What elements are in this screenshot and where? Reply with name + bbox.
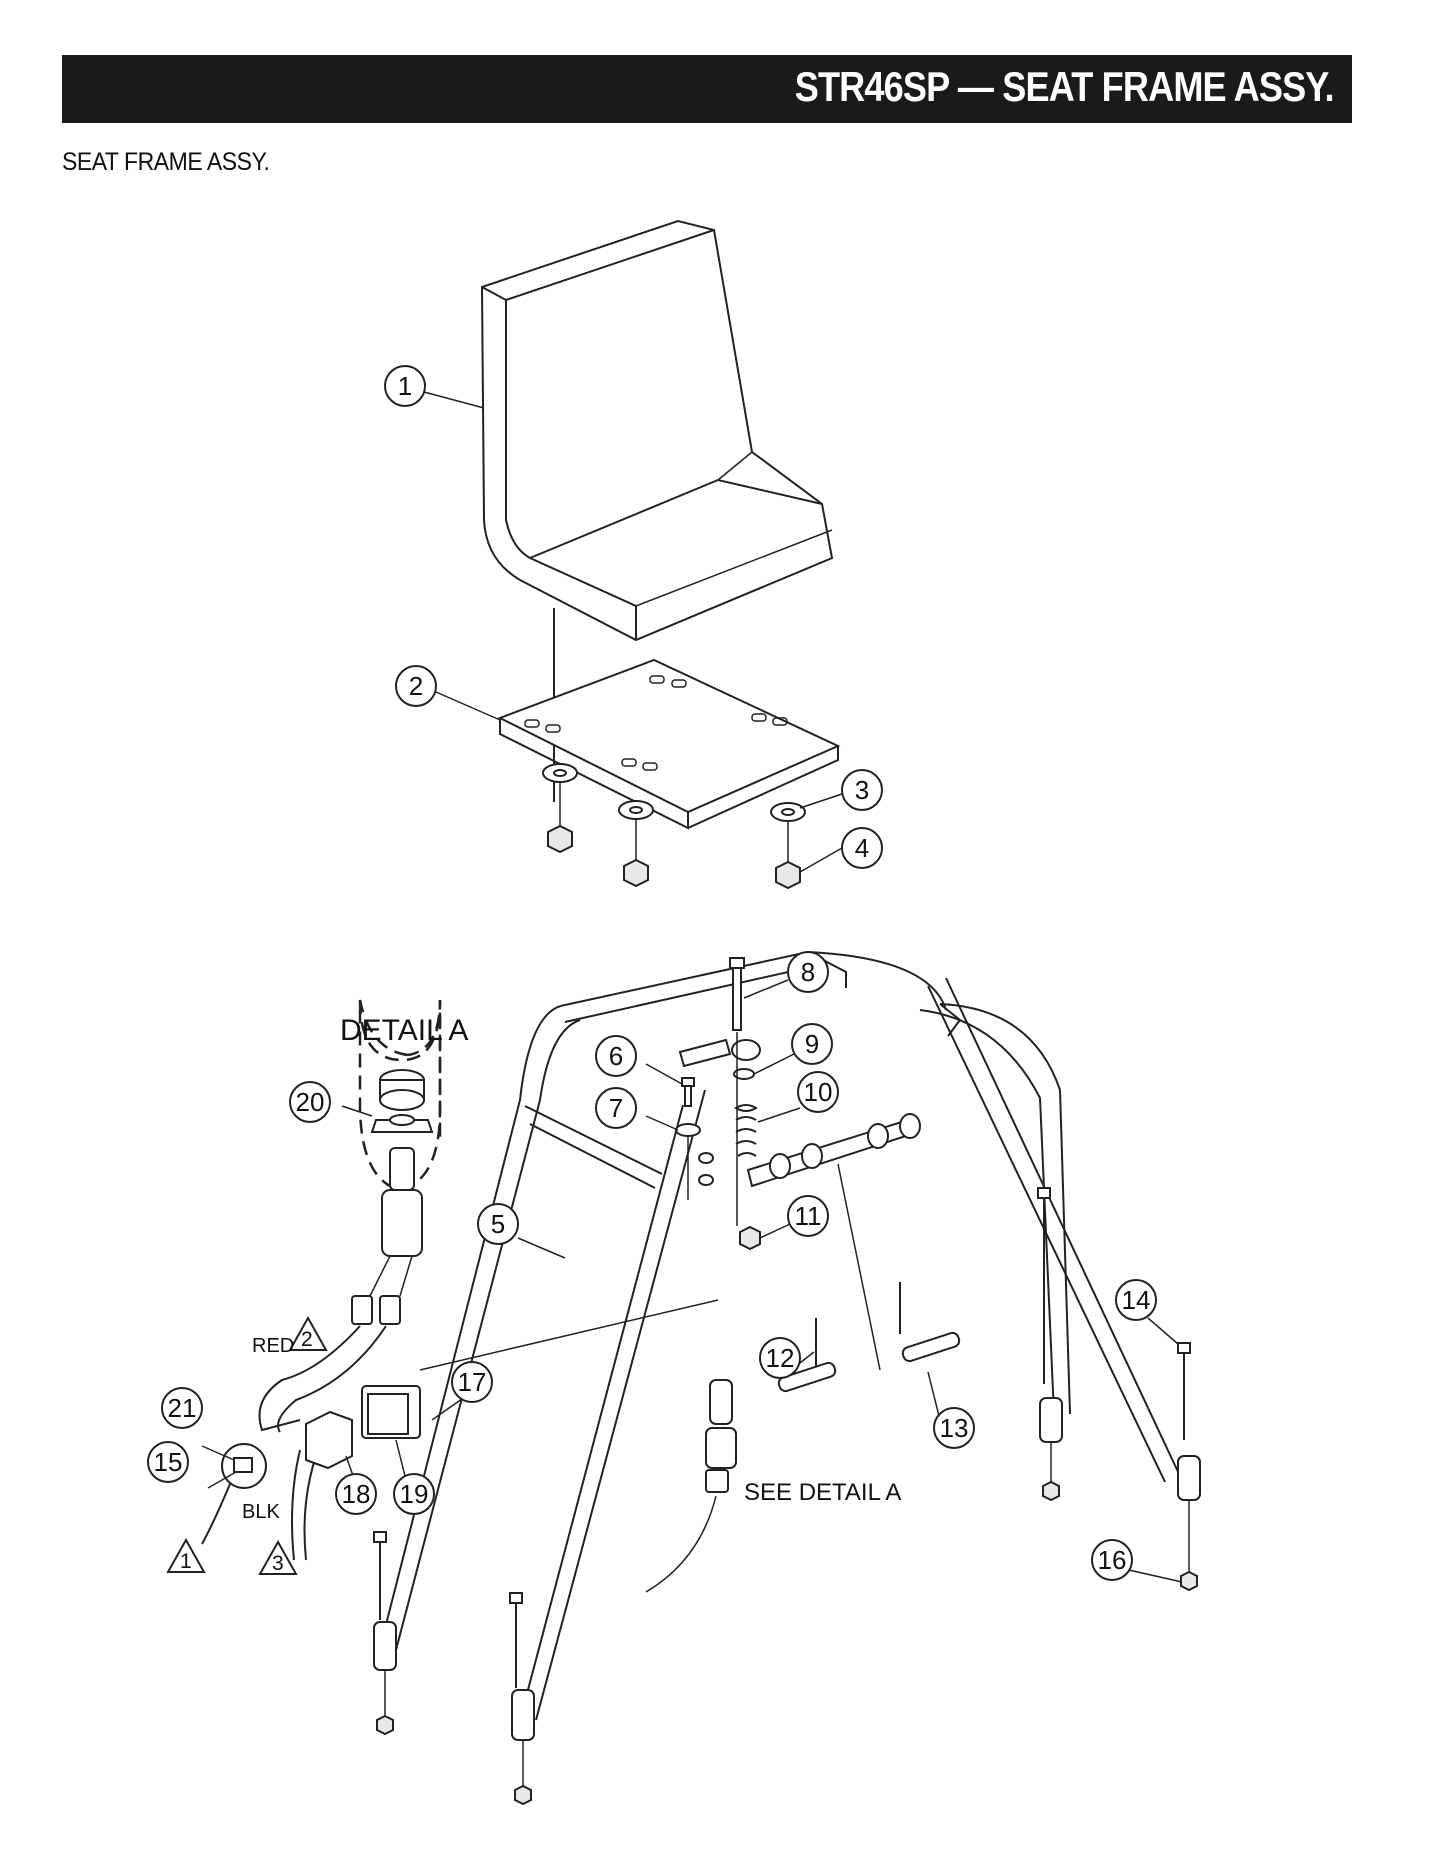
pins	[777, 1163, 961, 1393]
seat-nuts	[547, 782, 801, 890]
bolts	[373, 957, 1191, 1788]
callout-16: 16	[1091, 1539, 1133, 1581]
svg-text:5: 5	[491, 1209, 505, 1239]
svg-text:8: 8	[801, 957, 815, 987]
callout-18: 18	[335, 1473, 377, 1515]
svg-text:6: 6	[609, 1041, 623, 1071]
callout-2: 2	[395, 665, 437, 707]
seat-frame	[373, 950, 1201, 1741]
callout-14: 14	[1115, 1279, 1157, 1321]
callout-12: 12	[759, 1337, 801, 1379]
callout-4: 4	[841, 827, 883, 869]
note-triangles: 2 1 3	[166, 1315, 328, 1575]
seat	[480, 219, 834, 802]
svg-text:3: 3	[855, 775, 869, 805]
callout-19: 19	[393, 1473, 435, 1515]
svg-text:11: 11	[795, 1201, 822, 1231]
svg-text:12: 12	[766, 1343, 795, 1373]
wiring-harness	[201, 1299, 719, 1561]
svg-text:15: 15	[154, 1447, 183, 1477]
svg-text:7: 7	[609, 1093, 623, 1123]
svg-text:9: 9	[805, 1029, 819, 1059]
wire-red-label: RED	[252, 1335, 294, 1357]
callout-1: 1	[384, 365, 426, 407]
callout-13: 13	[933, 1407, 975, 1449]
detail-a-title: DETAIL A	[340, 1014, 468, 1047]
svg-text:13: 13	[940, 1413, 969, 1443]
svg-text:20: 20	[296, 1087, 325, 1117]
callout-8: 8	[787, 951, 829, 993]
detail-a-group	[351, 999, 737, 1593]
svg-text:10: 10	[804, 1077, 833, 1107]
callout-17: 17	[451, 1361, 493, 1403]
callout-5: 5	[477, 1203, 519, 1245]
svg-text:4: 4	[855, 833, 869, 863]
section-subtitle: SEAT FRAME ASSY.	[62, 148, 270, 176]
note-2-label: 2	[301, 1328, 313, 1351]
svg-text:19: 19	[400, 1479, 429, 1509]
callout-3: 3	[841, 769, 883, 811]
callout-9: 9	[791, 1023, 833, 1065]
svg-text:14: 14	[1122, 1285, 1151, 1315]
page-title: STR46SP — SEAT FRAME ASSY.	[795, 63, 1335, 110]
svg-text:2: 2	[409, 671, 423, 701]
callout-10: 10	[797, 1071, 839, 1113]
svg-text:18: 18	[342, 1479, 371, 1509]
leg-nuts	[376, 1480, 1198, 1806]
see-detail-a-label: SEE DETAIL A	[744, 1479, 901, 1506]
seat-pan	[497, 658, 841, 830]
note-3-label: 3	[272, 1552, 284, 1575]
svg-text:17: 17	[458, 1367, 487, 1397]
svg-text:21: 21	[168, 1393, 197, 1423]
callout-20: 20	[289, 1081, 331, 1123]
callout-7: 7	[595, 1087, 637, 1129]
callout-11: 11	[787, 1195, 829, 1237]
header-bar: STR46SP — SEAT FRAME ASSY.	[62, 55, 1352, 123]
svg-text:16: 16	[1098, 1545, 1127, 1575]
callout-6: 6	[595, 1035, 637, 1077]
callout-leaders	[201, 391, 1183, 1583]
wire-black-label: BLK	[242, 1501, 280, 1523]
callout-21: 21	[161, 1387, 203, 1429]
note-1-label: 1	[180, 1550, 192, 1573]
svg-text:1: 1	[398, 371, 412, 401]
callout-15: 15	[147, 1441, 189, 1483]
